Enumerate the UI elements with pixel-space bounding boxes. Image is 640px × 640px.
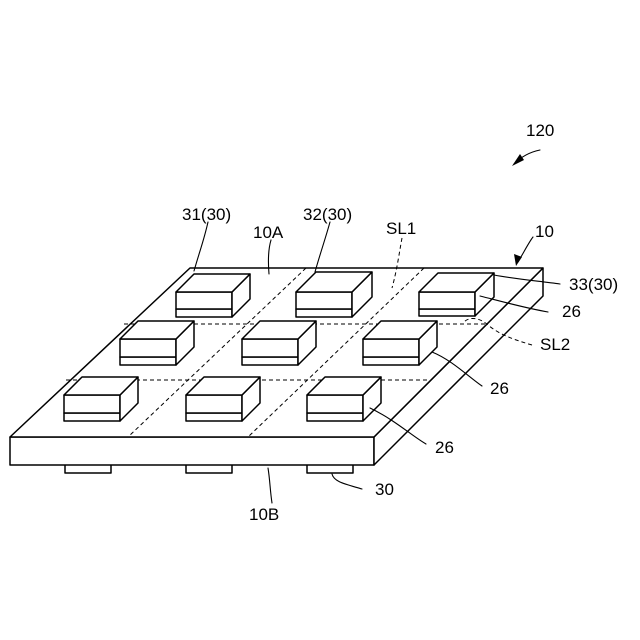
label-10: 10 bbox=[535, 222, 554, 241]
leader-30 bbox=[332, 474, 362, 489]
chip-row2-right bbox=[363, 321, 437, 365]
label-sl1: SL1 bbox=[386, 219, 416, 238]
chip-31 bbox=[176, 274, 250, 317]
chip-row2-left bbox=[120, 321, 194, 365]
label-33-30: 33(30) bbox=[569, 275, 618, 294]
leader-31 bbox=[194, 222, 208, 271]
leader-32 bbox=[315, 222, 330, 272]
label-26-bottom: 26 bbox=[435, 438, 454, 457]
chip-row3-left bbox=[64, 377, 138, 421]
label-32-30: 32(30) bbox=[303, 205, 352, 224]
label-31-30: 31(30) bbox=[182, 205, 231, 224]
label-10a: 10A bbox=[253, 223, 284, 242]
label-sl2: SL2 bbox=[540, 335, 570, 354]
leader-10b bbox=[268, 468, 272, 503]
arrowhead-10 bbox=[514, 254, 522, 266]
label-10b: 10B bbox=[249, 505, 279, 524]
label-30: 30 bbox=[375, 480, 394, 499]
substrate-front-face bbox=[10, 437, 374, 465]
chip-row3-middle bbox=[186, 377, 260, 421]
label-26-top: 26 bbox=[562, 302, 581, 321]
label-120: 120 bbox=[526, 121, 554, 140]
arrowhead-120 bbox=[512, 154, 524, 166]
chip-row3-right bbox=[307, 377, 381, 421]
chip-row2-middle bbox=[242, 321, 316, 365]
label-26-middle: 26 bbox=[490, 379, 509, 398]
